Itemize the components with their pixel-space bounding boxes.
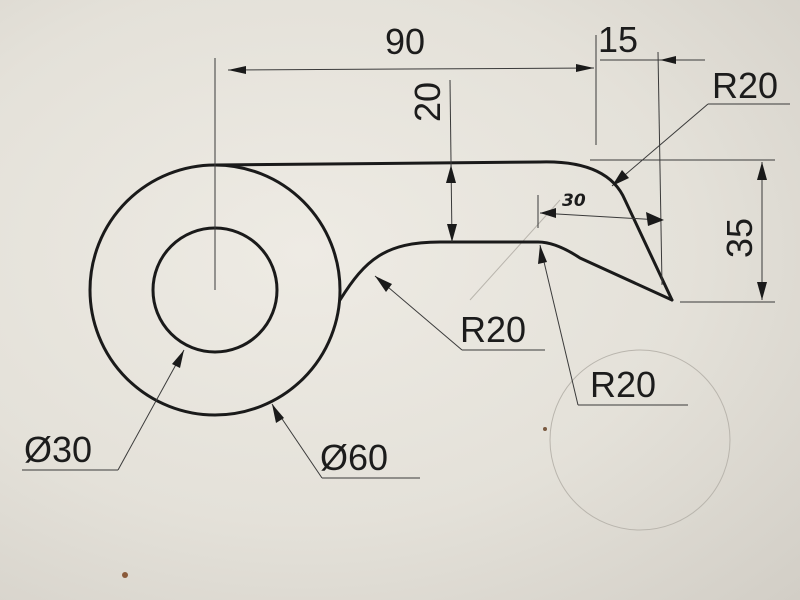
dia30-label: Ø30	[24, 429, 92, 470]
dia30-arrow	[172, 350, 184, 368]
construction-circle	[549, 349, 731, 531]
dim-30-label: 30	[562, 191, 586, 211]
dia60-label: Ø60	[320, 437, 388, 478]
r20-top-label: R20	[712, 65, 778, 106]
arm-upper-edge	[213, 160, 674, 302]
r20-neck-label: R20	[460, 309, 526, 350]
paper-speck	[543, 427, 547, 431]
r20-hook-label: R20	[590, 364, 656, 405]
construction-line	[469, 199, 561, 301]
r20-hook-leader	[539, 244, 579, 406]
r20-neck-leader	[374, 275, 463, 351]
dim-35-arrow-bottom	[757, 282, 767, 300]
dim-90-label: 90	[385, 21, 425, 62]
dim-20-line	[449, 79, 453, 243]
arm-lower-edge	[338, 240, 674, 302]
r20-top-leader	[611, 103, 709, 187]
dim-20-label: 20	[407, 82, 448, 122]
dim-15-arrow	[660, 56, 676, 64]
dim-35-label: 35	[719, 218, 760, 258]
dim-15-label: 15	[598, 19, 638, 60]
dim-90-arrow-right	[576, 64, 594, 72]
dia30-leader	[117, 349, 185, 471]
dim-20-arrow-bottom	[447, 224, 457, 242]
paper-speck	[122, 572, 128, 578]
r20-neck-arrow	[375, 276, 392, 292]
r20-top-arrow	[612, 170, 629, 186]
r20-hook-arrow	[538, 245, 547, 264]
dim-30-arrow-left	[540, 208, 556, 218]
dia60-arrow	[272, 404, 284, 423]
dim-35-arrow-top	[757, 162, 767, 180]
dim-15-extension	[657, 51, 663, 286]
dim-30-line	[539, 212, 661, 221]
dim-90-arrow-left	[228, 66, 246, 74]
dim-20-arrow-top	[446, 165, 456, 183]
dim-30-arrow-right	[646, 212, 664, 226]
dim-90-line	[227, 67, 595, 71]
